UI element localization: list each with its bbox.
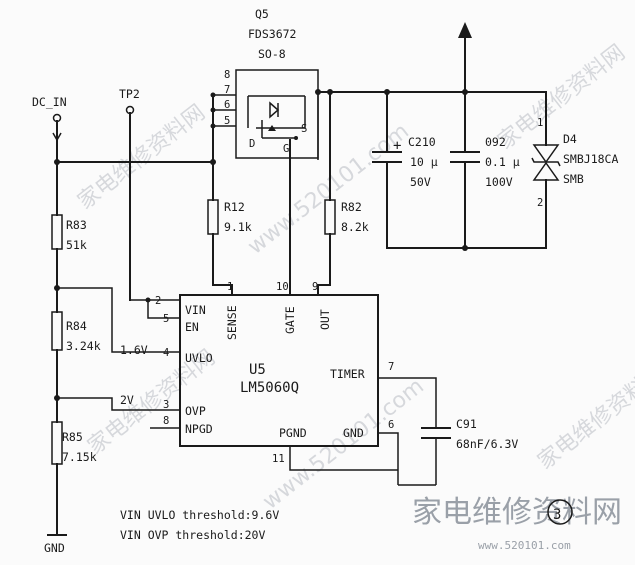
u5-pin-npgd-num: 8	[163, 415, 169, 427]
d4-pin1: 1	[537, 117, 543, 129]
r82-value: 8.2k	[341, 220, 369, 234]
u5-pin-gate: GATE	[283, 306, 297, 334]
u5-pin-gnd: GND	[343, 426, 364, 440]
u5-pin-npgd: NPGD	[185, 422, 213, 436]
watermark-text: 家电维修资料网	[493, 40, 630, 155]
q5-ref: Q5	[255, 7, 269, 21]
figure-marker: 3	[553, 507, 561, 523]
gnd-label: GND	[44, 541, 65, 555]
u5-pin-sense: SENSE	[225, 305, 239, 340]
watermark-logo-url: www.520101.com	[478, 539, 571, 552]
output-arrow-icon	[458, 22, 472, 38]
u5-pin-out: OUT	[318, 309, 332, 330]
d4-pin2: 2	[537, 197, 543, 209]
u5-pin-uvlo: UVLO	[185, 351, 213, 365]
r12-value: 9.1k	[224, 220, 252, 234]
c91-ref: C91	[456, 417, 477, 431]
c91-value: 68nF/6.3V	[456, 437, 518, 451]
q5-pin-5: 5	[224, 115, 230, 127]
watermark-url: www.520101.com	[243, 119, 414, 260]
watermark-text: 家电维修资料网	[73, 100, 210, 215]
q5-d: D	[249, 138, 255, 150]
r84-ref: R84	[66, 319, 87, 333]
c092-voltage: 100V	[485, 175, 513, 189]
note-uvlo-threshold: VIN UVLO threshold:9.6V	[120, 508, 279, 522]
d4-part: SMBJ18CA	[563, 152, 618, 166]
r83-ref: R83	[66, 218, 87, 232]
mosfet-q5: Q5 FDS3672 SO-8 8 7 6 5 D G S	[210, 7, 319, 163]
c092-value: 0.1 μ	[485, 155, 520, 169]
q5-g: G	[283, 143, 289, 155]
u5-pin-vin-num: 2	[155, 295, 161, 307]
u5-pin-vin: VIN	[185, 303, 206, 317]
u5-pin-timer: TIMER	[330, 367, 365, 381]
r12-ref: R12	[224, 200, 245, 214]
u5-pin-pgnd-num: 11	[272, 453, 285, 465]
d4-package: SMB	[563, 172, 584, 186]
dc-in-label: DC_IN	[32, 95, 67, 109]
ovp-voltage: 2V	[120, 393, 134, 407]
u5-pin-sense-num: 1	[227, 281, 233, 293]
u5-ref: U5	[249, 362, 266, 378]
u5-pin-uvlo-num: 4	[163, 347, 169, 359]
u5-pin-gate-num: 10	[276, 281, 289, 293]
dc-in-terminal: DC_IN	[32, 95, 67, 163]
d4-ref: D4	[563, 132, 577, 146]
uvlo-voltage: 1.6V	[120, 343, 148, 357]
u5-pin-timer-num: 7	[388, 361, 394, 373]
capacitor-c092: 092 0.1 μ 100V	[450, 91, 520, 251]
watermark-background: 家电维修资料网 家电维修资料网 www.520101.com 家电维修资料网 家…	[73, 40, 635, 515]
q5-pin-7: 7	[224, 84, 230, 96]
watermark-logo-text: 家电维修资料网	[412, 495, 622, 530]
watermark-text: 家电维修资料网	[533, 360, 635, 475]
watermark-logo: 家电维修资料网 www.520101.com 3	[412, 495, 622, 552]
resistor-r82: R82 8.2k	[317, 91, 369, 296]
capacitor-c210: + C210 10 μ 50V	[372, 91, 438, 249]
u5-part: LM5060Q	[240, 380, 299, 396]
r84-value: 3.24k	[66, 339, 101, 353]
r82-ref: R82	[341, 200, 362, 214]
capacitor-c91: C91 68nF/6.3V	[421, 417, 518, 485]
u5-pin-ovp-num: 3	[163, 399, 169, 411]
q5-package: SO-8	[258, 47, 286, 61]
u5-pin-gnd-num: 6	[388, 419, 394, 431]
tp2-terminal: TP2	[119, 87, 140, 301]
u5-pin-en: EN	[185, 320, 199, 334]
c210-polarity: +	[393, 138, 401, 154]
resistor-r85: R85 7.15k GND	[44, 421, 97, 555]
tvs-diode-d4: 1 2 D4 SMBJ18CA SMB	[531, 91, 618, 249]
u5-pin-pgnd: PGND	[279, 426, 307, 440]
resistor-r83: R83 51k	[51, 161, 87, 313]
q5-pin-8: 8	[224, 69, 230, 81]
r85-value: 7.15k	[62, 450, 97, 464]
c092-ref: 092	[485, 135, 506, 149]
u5-pin-ovp: OVP	[185, 404, 206, 418]
r85-ref: R85	[62, 430, 83, 444]
ic-u5: 2 VIN 5 EN 4 UVLO 3 OVP 8 NPGD 1 SENSE 1…	[150, 281, 394, 465]
u5-pin-out-num: 9	[312, 281, 318, 293]
c210-value: 10 μ	[410, 155, 438, 169]
q5-s: S	[301, 123, 307, 135]
u5-pin-en-num: 5	[163, 313, 169, 325]
tp2-label: TP2	[119, 87, 140, 101]
c210-ref: C210	[408, 135, 436, 149]
resistor-r12: R12 9.1k	[207, 161, 252, 296]
r83-value: 51k	[66, 238, 87, 252]
c210-voltage: 50V	[410, 175, 431, 189]
note-ovp-threshold: VIN OVP threshold:20V	[120, 528, 265, 542]
q5-part: FDS3672	[248, 27, 296, 41]
resistor-r84: R84 3.24k	[51, 311, 101, 423]
q5-pin-6: 6	[224, 99, 230, 111]
